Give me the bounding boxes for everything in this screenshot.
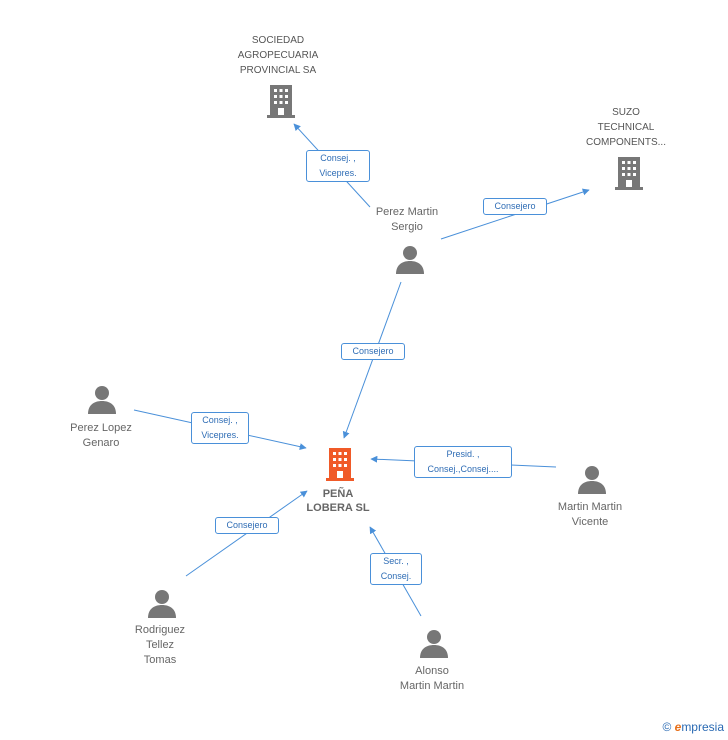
building-icon[interactable] bbox=[613, 155, 645, 191]
brand-name: mpresia bbox=[681, 720, 724, 734]
edge-perez-martin-to-center bbox=[342, 281, 402, 439]
edge-label-line: Consej. bbox=[380, 571, 412, 581]
building-icon[interactable] bbox=[265, 83, 297, 119]
edge-label-line: Vicepres. bbox=[319, 168, 357, 178]
martin-martin-label[interactable]: Martin Martin Vicente bbox=[540, 500, 640, 530]
suzo-label-line1: SUZO bbox=[612, 107, 640, 118]
sociedad-label[interactable]: SOCIEDAD AGROPECUARIA PROVINCIAL SA bbox=[218, 33, 338, 78]
martin-martin-label-line1: Martin Martin bbox=[557, 501, 623, 513]
perez-lopez-label-line1: Perez Lopez bbox=[70, 422, 132, 434]
martin-martin-label-line2: Vicente bbox=[571, 516, 609, 528]
edge-label-rodriguez-center: Consejero bbox=[215, 517, 279, 534]
rodriguez-label-line3: Tomas bbox=[143, 654, 177, 666]
edge-label-line: Consej. , bbox=[320, 153, 356, 163]
sociedad-label-line1: SOCIEDAD bbox=[251, 35, 305, 46]
alonso-label[interactable]: Alonso Martin Martin bbox=[382, 664, 482, 694]
suzo-label-line3: COMPONENTS... bbox=[585, 137, 666, 148]
center-building-icon[interactable] bbox=[324, 446, 356, 482]
edge-label-line: Consej. , bbox=[202, 415, 238, 425]
suzo-label-line2: TECHNICAL bbox=[597, 122, 655, 133]
edge-label-perez-martin-center: Consejero bbox=[341, 343, 405, 360]
sociedad-label-line3: PROVINCIAL SA bbox=[239, 65, 317, 76]
person-icon[interactable] bbox=[576, 464, 608, 496]
edge-label-perez-martin-suzo: Consejero bbox=[483, 198, 547, 215]
brand-initial: e bbox=[674, 720, 682, 734]
edge-label-line: Consejero bbox=[352, 346, 394, 356]
person-icon[interactable] bbox=[146, 588, 178, 620]
edge-label-line: Secr. , bbox=[383, 556, 409, 566]
edge-label-line: Vicepres. bbox=[201, 430, 239, 440]
alonso-label-line1: Alonso bbox=[415, 665, 449, 677]
center-company-label[interactable]: PEÑA LOBERA SL bbox=[288, 487, 388, 515]
edge-label-line: Consejero bbox=[226, 520, 268, 530]
person-icon[interactable] bbox=[86, 384, 118, 416]
edge-label-perez-lopez-center: Consej. , Vicepres. bbox=[191, 412, 249, 444]
person-icon[interactable] bbox=[394, 244, 426, 276]
edge-label-martin-martin-center: Presid. , Consej.,Consej.... bbox=[414, 446, 512, 478]
edge-label-alonso-center: Secr. , Consej. bbox=[370, 553, 422, 585]
rodriguez-label-line2: Tellez bbox=[145, 639, 175, 651]
copyright-symbol: © bbox=[662, 720, 672, 734]
center-company-label-line2: LOBERA SL bbox=[306, 502, 370, 514]
alonso-label-line2: Martin Martin bbox=[399, 680, 465, 692]
perez-martin-label-line2: Sergio bbox=[391, 221, 423, 233]
center-company-label-line1: PEÑA bbox=[322, 488, 354, 500]
edge-label-line: Consej.,Consej.... bbox=[427, 464, 499, 474]
empresia-watermark[interactable]: © empresia bbox=[662, 720, 724, 734]
rodriguez-label-line1: Rodriguez bbox=[134, 624, 186, 636]
person-icon[interactable] bbox=[418, 628, 450, 660]
edge-label-line: Presid. , bbox=[446, 449, 480, 459]
edge-label-line: Consejero bbox=[494, 201, 536, 211]
sociedad-label-line2: AGROPECUARIA bbox=[237, 50, 319, 61]
perez-martin-label[interactable]: Perez Martin Sergio bbox=[357, 205, 457, 235]
perez-martin-label-line1: Perez Martin bbox=[375, 206, 439, 218]
perez-lopez-label-line2: Genaro bbox=[82, 437, 120, 449]
rodriguez-label[interactable]: Rodriguez Tellez Tomas bbox=[110, 623, 210, 668]
edge-label-perez-martin-sociedad: Consej. , Vicepres. bbox=[306, 150, 370, 182]
perez-lopez-label[interactable]: Perez Lopez Genaro bbox=[51, 421, 151, 451]
suzo-label[interactable]: SUZO TECHNICAL COMPONENTS... bbox=[566, 105, 686, 150]
